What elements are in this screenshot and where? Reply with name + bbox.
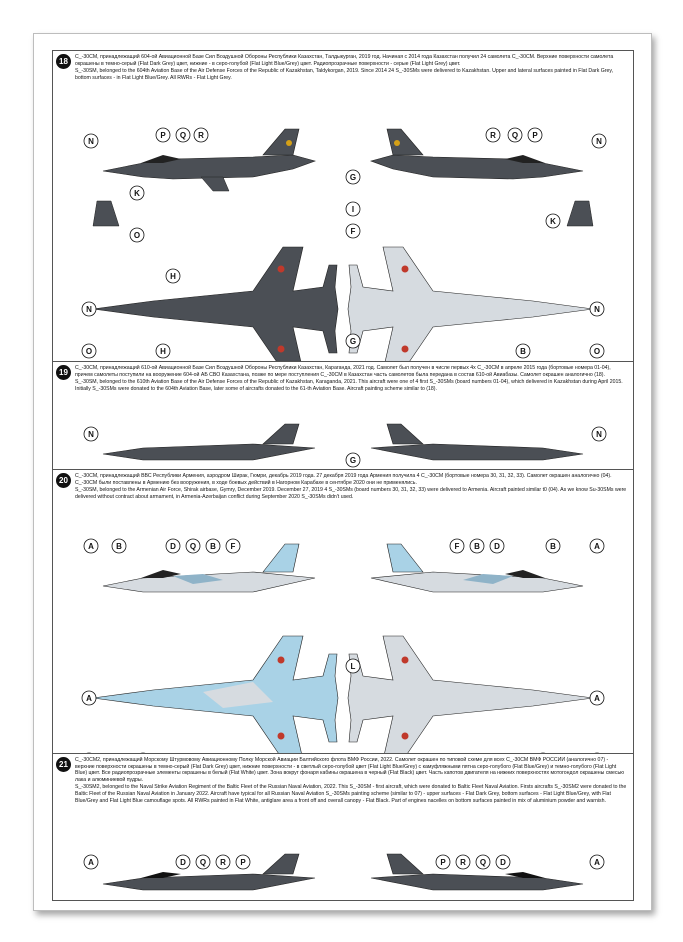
svg-text:N: N: [594, 305, 600, 314]
svg-text:F: F: [455, 542, 460, 551]
svg-text:O: O: [134, 231, 140, 240]
svg-text:B: B: [474, 542, 480, 551]
svg-text:F: F: [231, 542, 236, 551]
svg-text:Q: Q: [480, 858, 486, 867]
svg-text:N: N: [596, 137, 602, 146]
text-ru: С_-30СМ, принадлежащий 604-ой Авиационно…: [75, 54, 614, 67]
svg-text:R: R: [220, 858, 226, 867]
panel-description: С_-30СМ, принадлежащий 610-ой Авиационно…: [75, 365, 627, 393]
svg-text:H: H: [160, 347, 166, 356]
svg-text:G: G: [350, 173, 356, 182]
text-ru: С_-30СМ, принадлежащий 610-ой Авиационно…: [75, 365, 611, 378]
top-view: [92, 246, 339, 372]
instruction-sheet: 18 С_-30СМ, принадлежащий 604-ой Авиацио…: [33, 33, 652, 911]
svg-text:B: B: [520, 347, 526, 356]
svg-text:P: P: [440, 858, 446, 867]
text-ru: С_-30СМ2, принадлежащий Морскому Штурмов…: [75, 757, 625, 783]
side-view-left: [102, 543, 316, 593]
svg-text:G: G: [350, 456, 356, 465]
svg-text:N: N: [596, 430, 602, 439]
svg-text:Q: Q: [512, 131, 518, 140]
svg-text:P: P: [160, 131, 166, 140]
svg-text:B: B: [210, 542, 216, 551]
svg-text:P: P: [240, 858, 246, 867]
bottom-view: [347, 246, 594, 372]
svg-text:B: B: [550, 542, 556, 551]
svg-text:O: O: [594, 347, 600, 356]
svg-text:I: I: [352, 205, 354, 214]
svg-text:Q: Q: [180, 131, 186, 140]
tail-view-right: [566, 200, 594, 227]
svg-text:Q: Q: [200, 858, 206, 867]
aircraft-drawings: N N G: [83, 423, 607, 468]
svg-text:B: B: [116, 542, 122, 551]
panel-number: 21: [56, 757, 71, 772]
svg-text:N: N: [88, 430, 94, 439]
svg-text:F: F: [351, 227, 356, 236]
svg-text:R: R: [490, 131, 496, 140]
svg-text:D: D: [170, 542, 176, 551]
panel-description: С_-30СМ, принадлежащий 604-ой Авиационно…: [75, 54, 627, 82]
panel-19: 19 С_-30СМ, принадлежащий 610-ой Авиацио…: [52, 361, 634, 471]
svg-text:D: D: [500, 858, 506, 867]
text-en: S_-30SM, belonged to the 604th Aviation …: [75, 68, 614, 81]
svg-text:A: A: [594, 694, 600, 703]
text-en: S_-30SM, belonged to the 610th Aviation …: [75, 379, 623, 392]
svg-text:D: D: [180, 858, 186, 867]
side-view-left: [102, 853, 316, 891]
panel-18: 18 С_-30СМ, принадлежащий 604-ой Авиацио…: [52, 50, 634, 374]
svg-text:L: L: [351, 662, 356, 671]
panel-number: 18: [56, 54, 71, 69]
svg-text:Q: Q: [190, 542, 196, 551]
svg-text:N: N: [86, 305, 92, 314]
side-view-left: [102, 443, 316, 461]
bottom-view: [347, 635, 594, 761]
svg-text:K: K: [134, 189, 140, 198]
text-en: S_-30SM, belonged to the Armenian Air Fo…: [75, 487, 627, 500]
panel-number: 20: [56, 473, 71, 488]
text-en: S_-30SM2, belonged to the Naval Strike A…: [75, 784, 627, 804]
svg-text:A: A: [88, 542, 94, 551]
side-view-right: [370, 543, 584, 593]
svg-text:R: R: [198, 131, 204, 140]
side-view-right: [370, 853, 584, 891]
top-view: [92, 635, 339, 761]
panel-description: С_-30СМ, принадлежащий ВВС Республики Ар…: [75, 473, 627, 501]
panel-20: 20 С_-30СМ, принадлежащий ВВС Республики…: [52, 469, 634, 775]
svg-text:G: G: [350, 337, 356, 346]
svg-text:H: H: [170, 272, 176, 281]
text-ru: С_-30СМ, принадлежащий ВВС Республики Ар…: [75, 473, 612, 486]
tail-view-left: [92, 200, 120, 227]
svg-text:A: A: [86, 694, 92, 703]
side-view-right: [370, 128, 584, 180]
panel-description: С_-30СМ2, принадлежащий Морскому Штурмов…: [75, 757, 627, 805]
svg-text:A: A: [88, 858, 94, 867]
svg-text:P: P: [532, 131, 538, 140]
panel-21: 21 С_-30СМ2, принадлежащий Морскому Штур…: [52, 753, 634, 901]
svg-text:O: O: [86, 347, 92, 356]
svg-text:N: N: [88, 137, 94, 146]
side-view-left: [102, 128, 316, 192]
svg-text:A: A: [594, 542, 600, 551]
svg-text:D: D: [494, 542, 500, 551]
svg-text:R: R: [460, 858, 466, 867]
panel-number: 19: [56, 365, 71, 380]
svg-text:A: A: [594, 858, 600, 867]
aircraft-drawings: N P Q R G I F R Q P N K O N O H H G N O B K: [81, 127, 607, 372]
side-view-right: [370, 443, 584, 461]
svg-text:K: K: [550, 217, 556, 226]
